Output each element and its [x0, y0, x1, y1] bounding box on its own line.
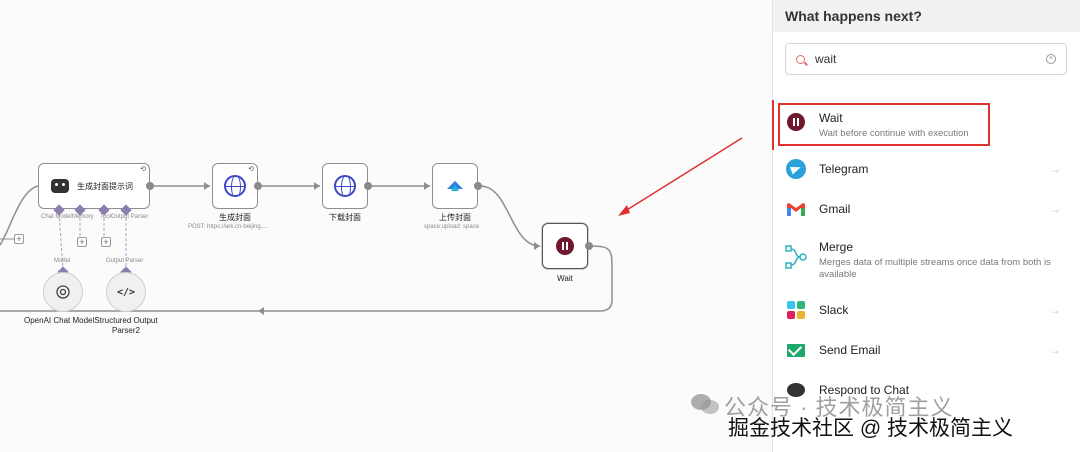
cloud-upload-icon — [447, 181, 463, 191]
chat-model-port-label: Chat Model — [41, 214, 72, 220]
arrow-right-icon: → — [1049, 162, 1061, 176]
search-box[interactable]: × — [785, 43, 1067, 75]
workflow-canvas[interactable]: 生成封面提示词 ⟲ Chat Model Memory Tool Output … — [0, 0, 772, 452]
wait-title: Wait — [557, 274, 573, 283]
parser-port-label: Output Parser — [106, 258, 144, 264]
globe-icon — [224, 175, 246, 197]
code-icon: </> — [116, 286, 136, 298]
node-picker-panel: What happens next? × Wait Wait before co… — [772, 0, 1080, 452]
mail-icon — [785, 339, 807, 361]
panel-title: What happens next? — [785, 8, 922, 24]
http2-title: 下载封面 — [329, 213, 361, 222]
output-parser-port-label: Output Parser — [111, 214, 149, 220]
item-name: Wait — [819, 111, 843, 125]
item-name: Merge — [819, 240, 854, 254]
telegram-icon — [785, 158, 807, 180]
parser-title: Structured Output Parser2 — [94, 316, 158, 335]
watermark-line1: 公众号 · 技术极简主义 — [724, 395, 954, 420]
node-item-telegram[interactable]: Telegram → — [773, 158, 1080, 180]
wechat-icon — [691, 394, 719, 414]
highlight-box — [778, 103, 990, 146]
globe-icon — [334, 175, 356, 197]
connections — [0, 137, 743, 315]
clear-search-icon[interactable]: × — [1046, 54, 1056, 64]
item-name: Respond to Chat — [819, 383, 910, 397]
http2-output-port[interactable] — [364, 182, 372, 190]
upload-node[interactable] — [432, 163, 478, 209]
node-item-slack[interactable]: Slack → — [773, 299, 1080, 321]
robot-icon — [51, 179, 69, 193]
upload-title: 上传封面 — [439, 213, 471, 222]
item-name: Telegram — [819, 162, 869, 176]
add-memory-button[interactable]: + — [77, 237, 87, 247]
item-desc: Wait before continue with execution — [819, 128, 969, 139]
pause-icon — [785, 111, 807, 133]
http-node-generate-cover[interactable]: ⟲ — [212, 163, 258, 209]
wait-node[interactable] — [542, 223, 588, 269]
gmail-icon — [785, 198, 807, 220]
add-tool-button[interactable]: + — [101, 237, 111, 247]
node-item-respond-to-chat[interactable]: Respond to Chat — [773, 379, 1080, 401]
item-name: Slack — [819, 303, 849, 317]
item-name: Send Email — [819, 343, 881, 357]
upload-output-port[interactable] — [474, 182, 482, 190]
panel-header: What happens next? — [773, 0, 1080, 32]
agent-node-title: 生成封面提示词 — [77, 181, 133, 191]
upload-subtitle: space:upload: space — [424, 224, 480, 230]
agent-output-port[interactable] — [146, 182, 154, 190]
node-item-wait[interactable]: Wait Wait before continue with execution — [773, 111, 1080, 140]
selection-accent — [772, 100, 774, 150]
openai-icon — [56, 285, 70, 299]
structured-output-parser-node[interactable]: </> — [106, 272, 146, 312]
refresh-icon: ⟲ — [140, 166, 146, 173]
node-item-send-email[interactable]: Send Email → — [773, 339, 1080, 361]
http1-output-port[interactable] — [254, 182, 262, 190]
memory-port-label: Memory — [72, 214, 94, 220]
merge-icon — [785, 245, 807, 269]
watermark-line2: 掘金技术社区 @ 技术极简主义 — [728, 417, 1013, 440]
add-node-button[interactable]: + — [14, 234, 24, 244]
item-name: Gmail — [819, 202, 851, 216]
node-item-merge[interactable]: Merge Merges data of multiple streams on… — [773, 240, 1080, 281]
http-node-download-cover[interactable] — [322, 163, 368, 209]
openai-title: OpenAI Chat Model — [24, 316, 95, 325]
pause-icon — [556, 237, 574, 255]
node-item-gmail[interactable]: Gmail → — [773, 198, 1080, 220]
model-port-label: Model — [54, 258, 71, 264]
http1-subtitle: POST: https://ark.cn-beijing.... — [188, 224, 268, 230]
search-input[interactable] — [815, 52, 1046, 66]
openai-chat-model-node[interactable] — [43, 272, 83, 312]
slack-icon — [785, 299, 807, 321]
http1-title: 生成封面 — [219, 213, 251, 222]
refresh-icon: ⟲ — [248, 166, 254, 173]
search-icon — [796, 54, 805, 64]
wait-output-port[interactable] — [585, 242, 593, 250]
arrow-right-icon: → — [1049, 303, 1061, 317]
item-desc: Merges data of multiple streams once dat… — [819, 257, 1051, 280]
tool-port-label: Tool — [100, 214, 112, 220]
agent-node[interactable]: 生成封面提示词 ⟲ — [38, 163, 150, 209]
arrow-right-icon: → — [1049, 202, 1061, 216]
chat-icon — [785, 379, 807, 401]
arrow-right-icon: → — [1049, 343, 1061, 357]
